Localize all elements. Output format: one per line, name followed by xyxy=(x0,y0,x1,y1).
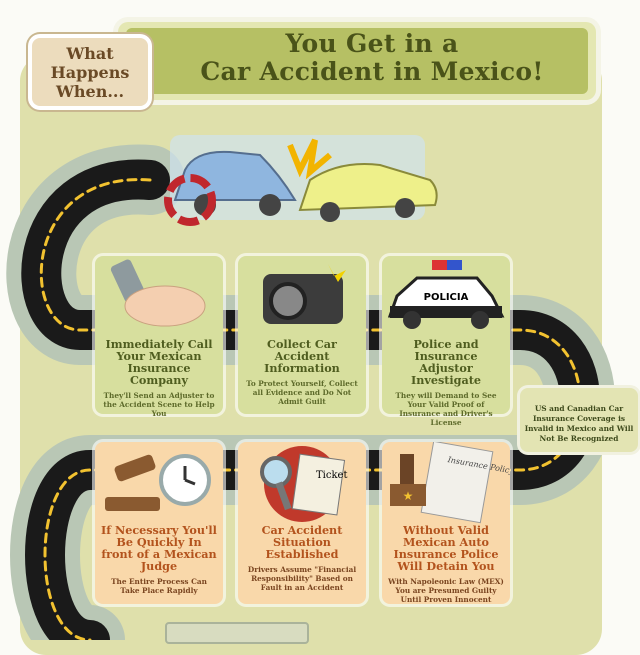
step-card-collect-info: Collect Car Accident Information To Prot… xyxy=(238,256,366,414)
badge-text: What Happens When... xyxy=(50,44,130,101)
swirl-icon xyxy=(164,174,216,226)
step-subtitle: They'll Send an Adjuster to the Accident… xyxy=(103,391,215,418)
stamp-policy-icon: Insurance Policy★ xyxy=(390,440,515,524)
step-title: Without Valid Mexican Auto Insurance Pol… xyxy=(393,523,499,573)
step-subtitle: To Protect Yourself, Collect all Evidenc… xyxy=(246,379,358,406)
step-card-situation-established: Ticket Car Accident Situation Establishe… xyxy=(238,442,366,604)
step-card-police-investigate: POLICIA Police and Insurance Adjustor In… xyxy=(382,256,510,427)
crash-cars-illustration xyxy=(164,135,438,226)
step-subtitle: With Napoleonic Law (MEX) You are Presum… xyxy=(388,577,504,604)
camera-icon xyxy=(263,264,346,324)
phone-hand-icon xyxy=(110,259,206,327)
gavel-clock-icon xyxy=(105,454,211,511)
step-subtitle: Drivers Assume "Financial Responsibility… xyxy=(247,565,357,592)
ticket-label: Ticket xyxy=(316,470,347,481)
what-happens-badge: What Happens When... xyxy=(32,38,148,106)
policia-label: POLICIA xyxy=(424,292,469,303)
title-line-1: You Get in a xyxy=(285,29,459,58)
ticket-magnifier-icon: Ticket xyxy=(260,446,347,522)
step-subtitle: The Entire Process Can Take Place Rapidl… xyxy=(111,577,207,595)
svg-text:★: ★ xyxy=(403,489,414,503)
step-title: If Necessary You'll Be Quickly In front … xyxy=(101,523,217,573)
step-subtitle: They will Demand to See Your Valid Proof… xyxy=(395,391,497,427)
step-title: Immediately Call Your Mexican Insurance … xyxy=(105,337,213,387)
step-title: Collect Car Accident Information xyxy=(264,337,340,375)
title-banner: You Get in a Car Accident in Mexico! xyxy=(118,22,596,100)
step-card-mexican-judge: If Necessary You'll Be Quickly In front … xyxy=(95,442,223,604)
step-title: Police and Insurance Adjustor Investigat… xyxy=(410,337,482,387)
police-car-icon: POLICIA xyxy=(387,260,505,329)
step-card-detained: Insurance Policy★ Without Valid Mexican … xyxy=(382,440,515,604)
side-note-text: US and Canadian Car Insurance Coverage i… xyxy=(524,404,634,443)
step-title: Car Accident Situation Established xyxy=(261,523,343,561)
step-card-call-insurance: Immediately Call Your Mexican Insurance … xyxy=(95,256,223,418)
building-illustration xyxy=(165,622,309,644)
page-title: You Get in a Car Accident in Mexico! xyxy=(148,30,596,86)
side-note: US and Canadian Car Insurance Coverage i… xyxy=(520,388,638,452)
impact-burst-icon xyxy=(287,138,332,180)
title-line-2: Car Accident in Mexico! xyxy=(200,57,544,86)
yellow-car-icon xyxy=(298,163,438,222)
